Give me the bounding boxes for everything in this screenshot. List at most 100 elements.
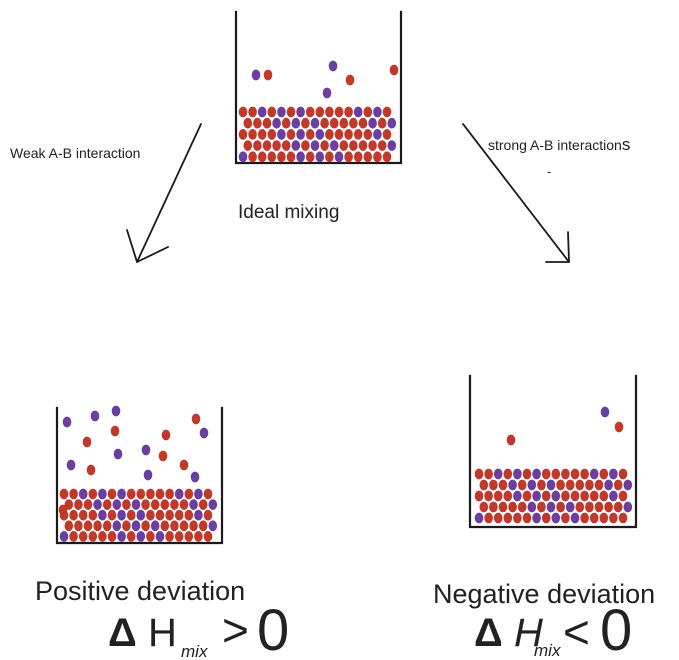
molecule-b (184, 509, 194, 521)
molecule-b (613, 479, 623, 491)
molecule-b (305, 151, 315, 163)
beaker-negative-deviation (468, 374, 638, 529)
molecule-a (315, 129, 325, 140)
zero-value: 0 (257, 598, 289, 660)
molecule-b (565, 479, 575, 491)
molecule-b (82, 436, 92, 448)
strong-interaction-text: strong A-B interaction (488, 137, 622, 153)
beaker-outline (468, 374, 638, 529)
negative-deviation-label: Negative deviation (433, 579, 655, 609)
molecule-b (174, 531, 184, 542)
molecule-b (88, 531, 98, 542)
molecule-b (575, 479, 585, 491)
molecule-b (325, 129, 334, 140)
molecule-b (93, 520, 102, 532)
molecule-b (339, 117, 349, 129)
molecule-b (136, 488, 146, 500)
molecule-b (373, 151, 382, 163)
molecule-b (69, 488, 78, 500)
molecule-a (546, 501, 556, 513)
molecule-a (589, 468, 599, 480)
molecule-b (344, 129, 353, 140)
molecule-a (194, 509, 203, 521)
molecule-b (489, 501, 498, 513)
molecule-b (503, 490, 513, 502)
molecule-a (368, 117, 377, 129)
molecule-b (165, 488, 174, 500)
molecule-b (277, 151, 286, 163)
molecule-b (609, 512, 618, 524)
molecule-b (474, 490, 484, 502)
molecule-b (479, 479, 489, 491)
molecule-b (191, 413, 201, 425)
molecule-a (131, 499, 141, 510)
molecule-a (565, 501, 575, 513)
molecule-b (561, 490, 570, 502)
molecule-b (179, 520, 189, 532)
molecule-b (325, 106, 334, 118)
molecule-a (62, 416, 72, 428)
molecule-b (484, 490, 493, 502)
molecule-b (498, 501, 508, 513)
molecule-a (353, 106, 363, 118)
molecule-b (272, 140, 281, 152)
molecule-b (493, 490, 503, 502)
beaker-ideal-mixing (234, 10, 403, 165)
molecule-b (126, 509, 136, 521)
molecule-b (126, 531, 136, 542)
molecule-a (251, 69, 261, 81)
molecule-a (150, 520, 160, 532)
molecule-b (74, 520, 83, 532)
molecule-b (248, 106, 257, 118)
molecule-a (373, 129, 382, 140)
molecule-b (493, 512, 503, 524)
molecule-a (113, 448, 123, 460)
less-than-symbol: < (563, 606, 590, 658)
molecule-b (74, 499, 83, 510)
molecule-b (88, 488, 98, 500)
molecule-a (66, 459, 76, 471)
molecule-b (599, 468, 609, 480)
molecule-b (257, 151, 267, 163)
molecule-b (320, 117, 329, 129)
molecule-b (479, 501, 489, 513)
molecule-b (305, 106, 315, 118)
molecule-b (301, 117, 310, 129)
molecule-b (158, 450, 168, 462)
molecule-a (93, 499, 102, 510)
molecule-b (484, 512, 493, 524)
molecule-a (310, 140, 320, 152)
molecule-b (160, 520, 170, 532)
molecule-b (262, 140, 272, 152)
molecule-b (614, 421, 624, 433)
mix-subscript: mix (534, 641, 561, 660)
molecule-a (117, 531, 126, 542)
weak-interaction-label: Weak A-B interaction (10, 145, 140, 161)
molecule-a (98, 488, 107, 500)
molecule-a (143, 469, 153, 481)
molecule-b (498, 479, 508, 491)
molecule-b (86, 464, 96, 476)
molecule-b (522, 490, 532, 502)
molecule-b (110, 425, 120, 437)
molecule-b (353, 129, 363, 140)
molecule-b (604, 501, 613, 513)
molecule-b (198, 499, 208, 510)
molecule-b (146, 488, 155, 500)
ideal-mixing-label: Ideal mixing (238, 202, 339, 223)
molecule-a (609, 468, 618, 480)
molecule-b (141, 499, 150, 510)
molecule-a (474, 512, 484, 524)
molecule-b (155, 488, 165, 500)
molecule-b (122, 520, 131, 532)
molecule-b (358, 140, 368, 152)
molecule-b (345, 74, 355, 86)
molecule-b (305, 129, 315, 140)
molecule-b (613, 501, 623, 513)
molecule-a (296, 151, 305, 163)
molecule-a (112, 520, 122, 532)
molecule-a (322, 87, 332, 99)
molecule-a (527, 479, 537, 491)
molecule-b (160, 499, 170, 510)
